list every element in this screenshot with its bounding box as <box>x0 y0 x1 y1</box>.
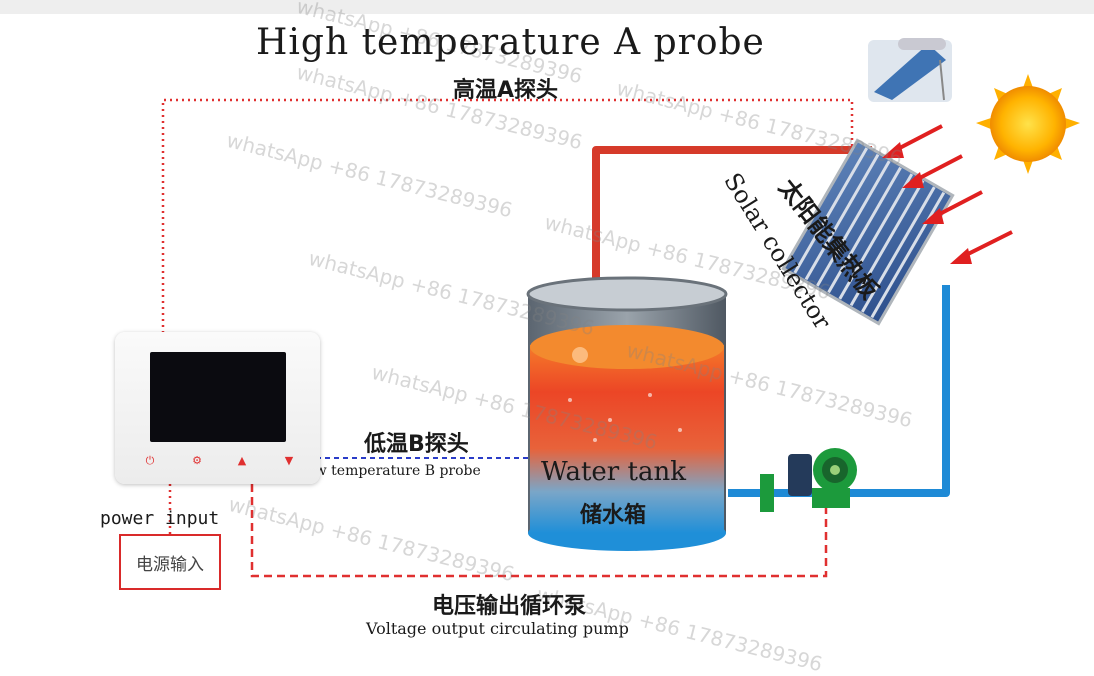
pump-en: Voltage output circulating pump <box>366 619 629 638</box>
tank-en: Water tank <box>541 457 686 487</box>
temperature-controller: ⏻ ⚙ ▲ ▼ <box>115 332 320 484</box>
title-cn: 高温A探头 <box>453 78 559 103</box>
settings-button-icon: ⚙ <box>192 454 202 467</box>
title-en: High temperature A probe <box>256 22 765 63</box>
down-button-icon: ▼ <box>284 454 294 467</box>
low-cn: 低温B探头 <box>364 432 469 457</box>
tank-cn: 储水箱 <box>580 503 647 528</box>
pump-cn: 电压输出循环泵 <box>432 594 587 619</box>
low-en: Low temperature B probe <box>297 463 481 479</box>
sun-icon <box>976 74 1080 174</box>
pump-dashed-line <box>250 484 828 578</box>
controller-screen <box>150 352 286 442</box>
power-cn-box: 电源输入 <box>119 534 221 590</box>
circulating-pump <box>760 448 857 512</box>
up-button-icon: ▲ <box>237 454 247 467</box>
probe-a-dotted-line <box>161 98 854 333</box>
hot-pipe <box>592 146 872 295</box>
solar-heater-icon <box>868 38 952 102</box>
power-button-icon: ⏻ <box>145 454 155 467</box>
power-en: power input <box>100 508 220 529</box>
sunlight-arrows <box>882 124 1013 264</box>
top-strip <box>0 0 1094 14</box>
water-tank <box>526 276 728 551</box>
